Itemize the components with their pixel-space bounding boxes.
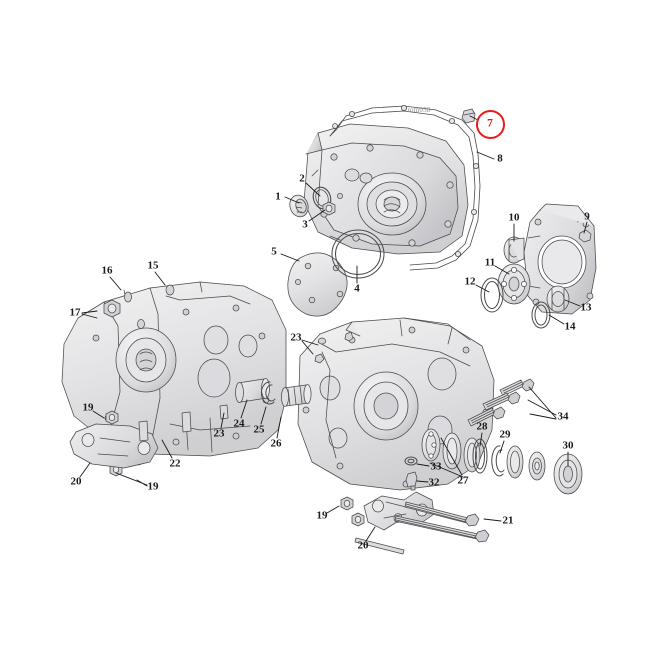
callout-7-highlighted: 7 <box>487 117 493 130</box>
callout-2: 2 <box>299 172 305 185</box>
callout-30: 30 <box>562 439 574 452</box>
part-28-ring <box>472 438 488 474</box>
part-34-bolt-c <box>467 406 506 427</box>
callout-33: 33 <box>430 460 442 473</box>
part-15-stud <box>165 284 175 296</box>
part-13-bearing <box>546 285 570 313</box>
part-19-nut-d <box>340 496 354 511</box>
callout-4: 4 <box>354 282 360 295</box>
part-26-bushing <box>281 384 312 407</box>
callout-9: 9 <box>584 210 590 223</box>
part-19-nut-e <box>351 512 365 527</box>
callout-11: 11 <box>484 256 496 269</box>
callout-8: 8 <box>497 152 503 165</box>
part-19-nut-a <box>105 410 119 425</box>
callout-20: 20 <box>70 475 82 488</box>
callout-14: 14 <box>564 320 576 333</box>
callout-28: 28 <box>476 420 488 433</box>
transmission-housing-part <box>523 203 597 315</box>
part-4-o-ring <box>331 229 385 279</box>
part-16-stud <box>124 291 145 329</box>
callout-17: 17 <box>69 306 81 319</box>
left-crankcase-part <box>61 281 287 457</box>
part-23-dowel-c <box>344 331 354 342</box>
part-32-fitting <box>405 471 418 491</box>
part-3-nut <box>322 201 336 216</box>
callout-19: 19 <box>147 480 159 493</box>
watermark-text: rom058 <box>407 106 431 114</box>
callout-19: 19 <box>82 401 94 414</box>
callout-1: 1 <box>275 190 281 203</box>
part-12-ring <box>480 277 504 313</box>
part-5-inspection-cover <box>287 252 348 317</box>
part-23-dowel-b <box>314 353 325 364</box>
part-34-bolt-a <box>499 378 535 397</box>
part-21-bolt-b <box>394 515 490 543</box>
part-23-dowel-d <box>219 404 229 420</box>
part-14-ring <box>531 301 551 329</box>
part-34-bolt-b <box>482 391 521 411</box>
callout-13: 13 <box>580 301 592 314</box>
part-22-dowels <box>138 411 192 442</box>
part-7-plug <box>461 108 476 124</box>
right-crankcase-part <box>297 317 495 491</box>
callout-23: 23 <box>213 427 225 440</box>
part-29-snap-ring <box>491 445 505 477</box>
callout-5: 5 <box>271 245 277 258</box>
callout-19: 19 <box>316 509 328 522</box>
highlight-ring-part-7 <box>475 109 505 139</box>
callout-12: 12 <box>464 275 476 288</box>
part-33-washer <box>404 456 418 466</box>
callout-23: 23 <box>290 331 302 344</box>
callout-24: 24 <box>233 417 245 430</box>
part-27-bearing-stack <box>421 428 546 481</box>
callout-3: 3 <box>302 218 308 231</box>
part-11-bearing <box>497 263 531 305</box>
callout-34: 34 <box>557 410 569 423</box>
callout-20: 20 <box>357 539 369 552</box>
part-9-bolt <box>578 229 592 243</box>
callout-10: 10 <box>508 211 520 224</box>
callout-32: 32 <box>428 476 440 489</box>
callout-26: 26 <box>270 437 282 450</box>
primary-gasket-part <box>329 105 481 271</box>
part-17-plug <box>103 299 121 318</box>
callout-25: 25 <box>253 423 265 436</box>
callout-27: 27 <box>457 474 469 487</box>
part-23-dowel-a <box>318 337 326 345</box>
part-21-bolt-a <box>404 501 480 527</box>
part-31-shaft <box>354 537 405 555</box>
part-20-bracket-left <box>69 423 159 469</box>
callout-16: 16 <box>101 264 113 277</box>
callout-29: 29 <box>499 428 511 441</box>
callout-15: 15 <box>147 259 159 272</box>
primary-cover-part <box>303 123 469 255</box>
callout-21: 21 <box>502 514 514 527</box>
part-25-snap-ring <box>260 381 276 405</box>
callout-22: 22 <box>169 457 181 470</box>
